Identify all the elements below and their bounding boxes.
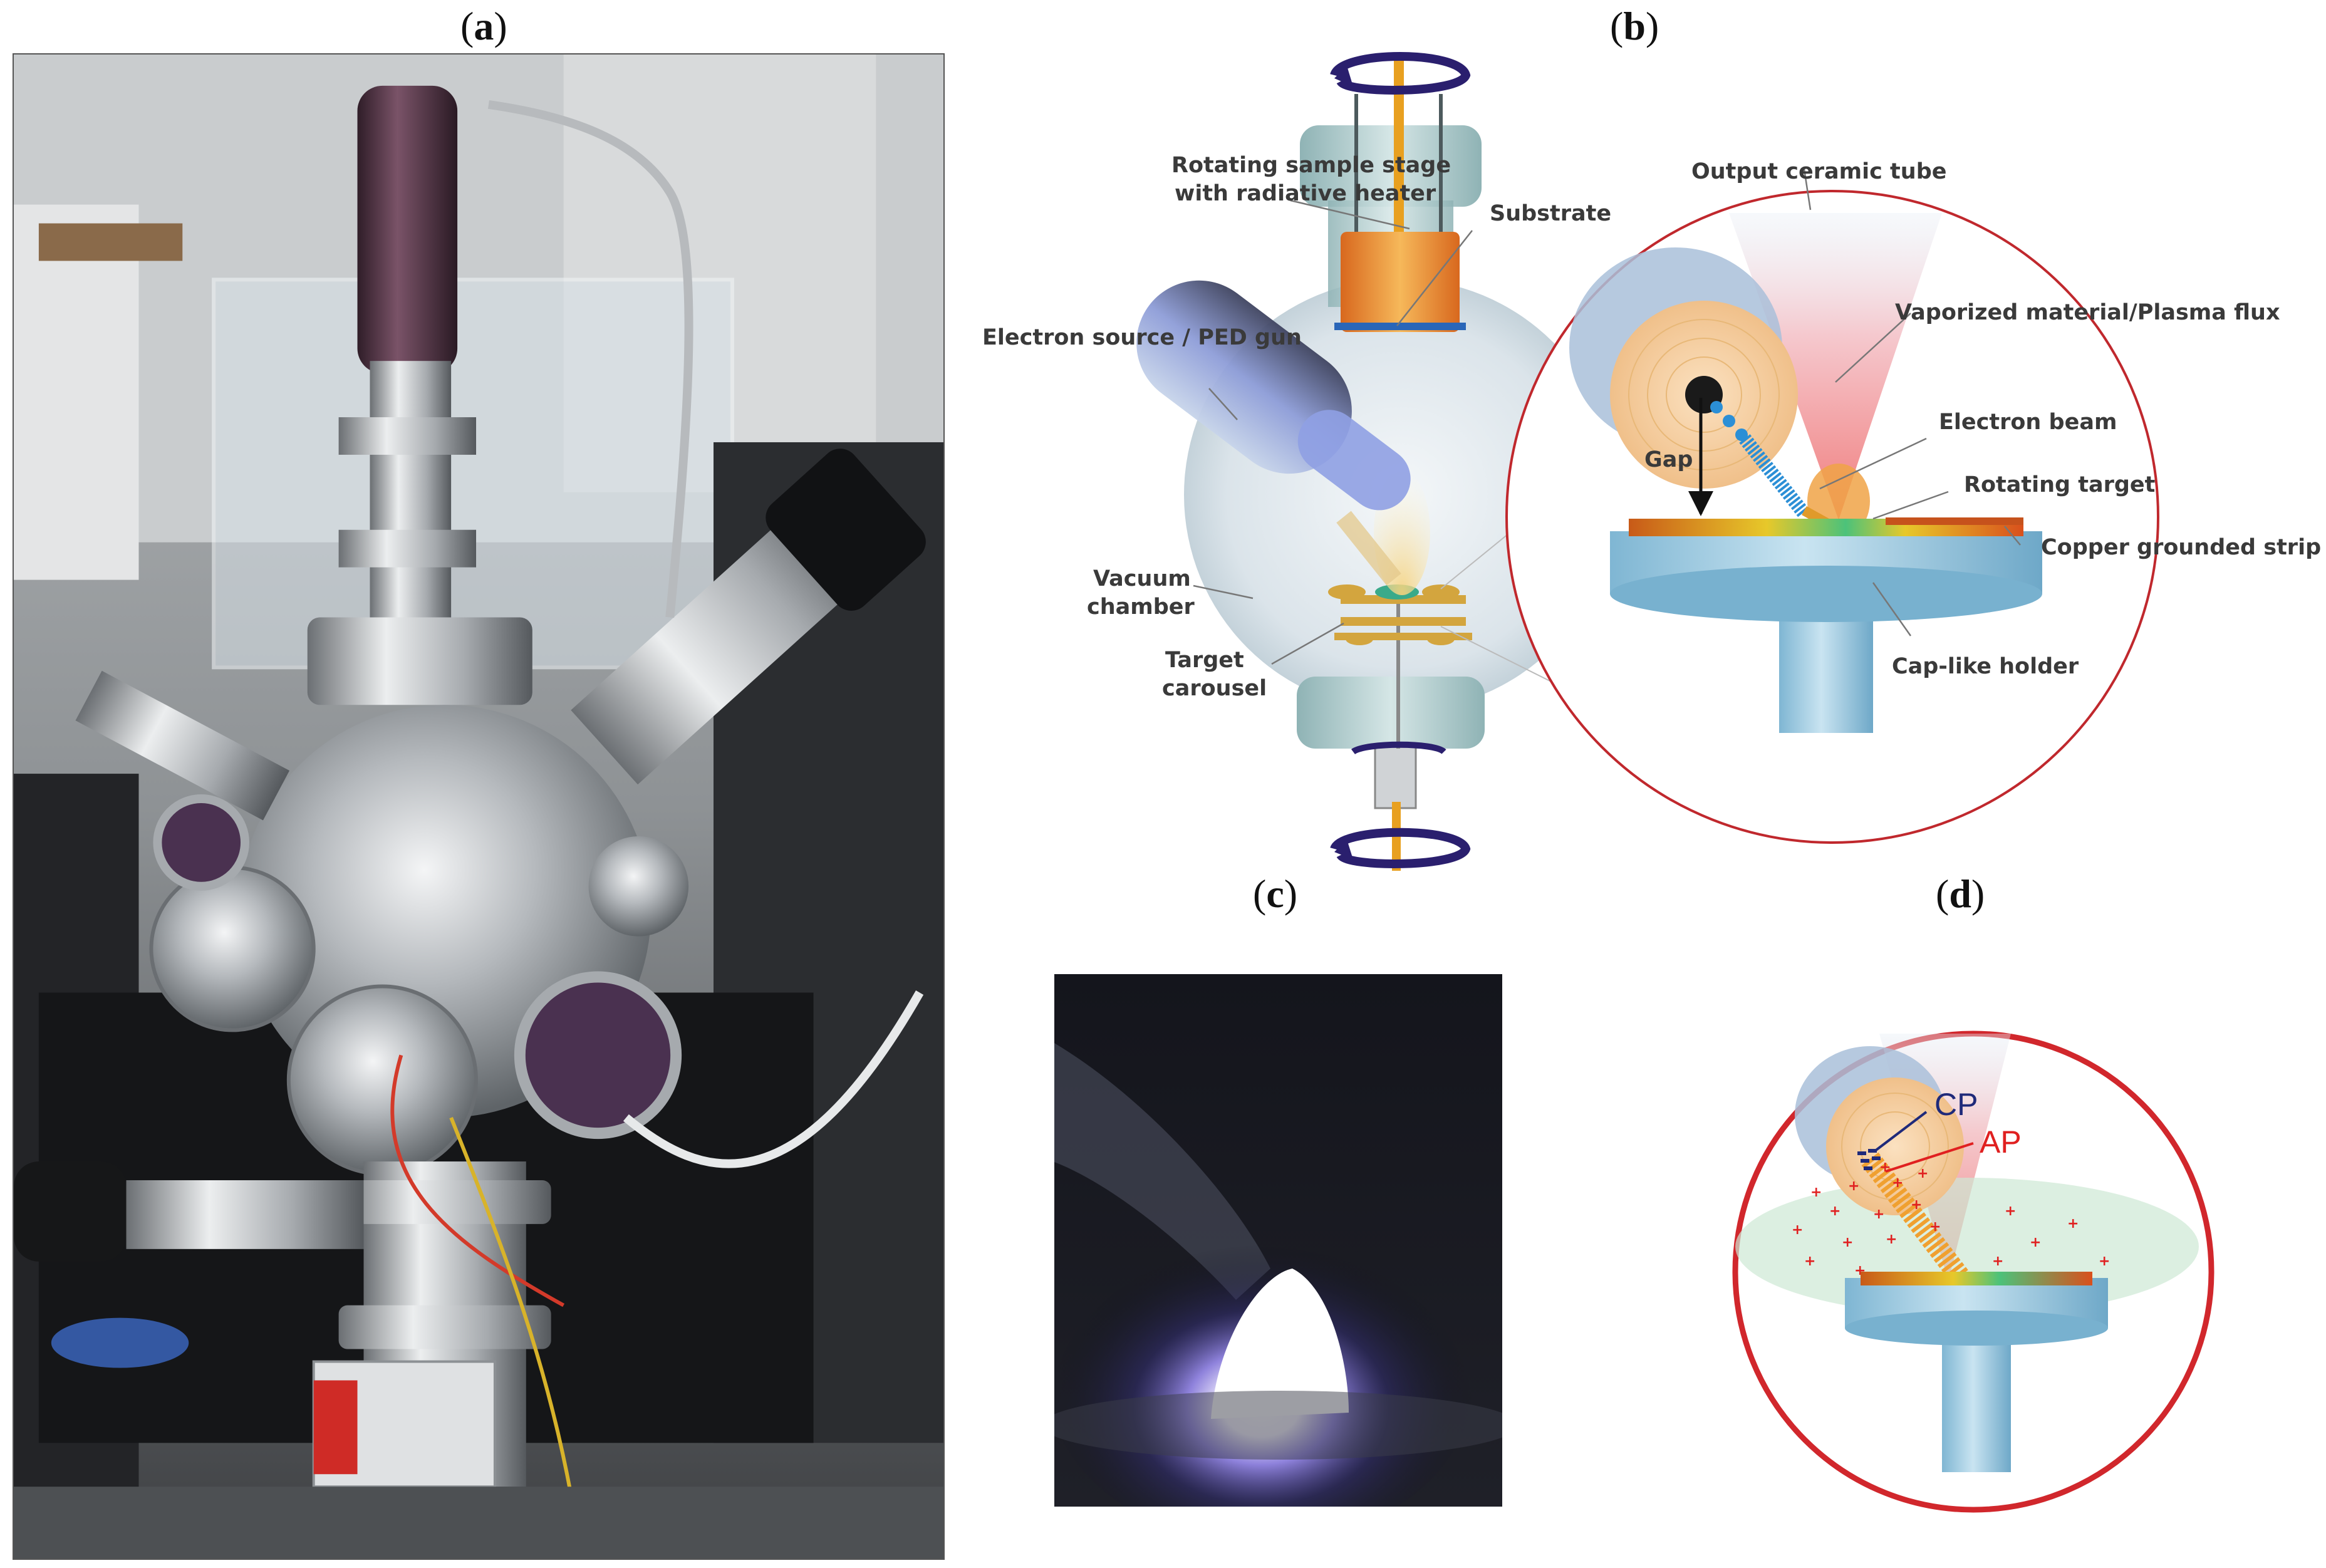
rotating-target-d [1861,1272,2092,1285]
photo-plasma-plume [1054,974,1502,1507]
ceramic-tube-d [1826,1077,1964,1215]
label-vacuum: Vacuum [1093,566,1191,591]
svg-text:+: + [1848,1178,1859,1194]
svg-text:+: + [2005,1203,2016,1219]
label-electron-beam: Electron beam [1939,410,2117,435]
svg-text:+: + [1892,1175,1903,1191]
label-plasma-flux: Vaporized material/Plasma flux [1895,300,2280,325]
target-carousel [1328,584,1472,645]
electron-gun [1136,280,1411,511]
label-radiative-heater: with radiative heater [1175,181,1436,206]
panel-letter-b: b [1623,4,1646,48]
label-carousel: carousel [1162,676,1267,701]
label-output-ceramic-tube: Output ceramic tube [1691,159,1947,184]
panel-label-b: (b) [1610,4,1659,48]
panel-letter-c: c [1266,871,1284,916]
plasma-flux [1729,213,1942,520]
panel-label-a: (a) [460,4,507,48]
label-chamber: chamber [1087,594,1195,620]
panel-letter-a: a [474,4,494,48]
svg-text:+: + [2067,1216,2079,1232]
svg-text:+: + [1929,1219,1941,1235]
svg-text:+: + [1810,1185,1822,1200]
svg-text:+: + [1829,1203,1841,1219]
panel-letter-d: d [1949,871,1971,916]
rotation-arrow-top [1330,52,1471,95]
svg-text:+: + [1886,1232,1897,1247]
label-gap: Gap [1644,447,1693,472]
diagram-cp-ap: +++ +++ +++ +++ +++ +++ ++ CP AP [1732,1031,2214,1513]
output-ceramic-tube [1569,247,1798,489]
label-copper-strip: Copper grounded strip [2041,535,2321,560]
label-cp: CP [1934,1087,1978,1122]
svg-text:+: + [1873,1207,1884,1222]
label-ap: AP [1980,1124,2022,1160]
svg-text:+: + [1911,1197,1922,1213]
svg-text:+: + [1992,1254,2003,1269]
svg-text:+: + [2099,1254,2110,1269]
svg-text:+: + [2030,1235,2041,1250]
substrate [1334,323,1466,330]
photo-ped-system [13,53,945,1560]
panel-label-c: (c) [1253,871,1298,916]
cathode-plasma-cluster [1857,1149,1881,1170]
svg-text:+: + [1842,1235,1853,1250]
label-rotating-target: Rotating target [1964,472,2155,497]
rotating-stage-rod [1394,56,1404,244]
radiative-heater [1341,232,1460,332]
label-target: Target [1165,648,1244,673]
panel-label-d: (d) [1936,871,1985,916]
label-substrate: Substrate [1490,201,1611,226]
diagram-ped-chamber: Rotating sample stage with radiative hea… [982,52,2321,871]
svg-text:+: + [1879,1160,1891,1175]
label-rotating-stage: Rotating sample stage [1171,153,1451,178]
svg-text:+: + [1792,1222,1803,1238]
copper-grounded-strip [1886,517,2023,525]
label-cap-holder: Cap-like holder [1892,654,2079,679]
label-electron-source: Electron source / PED gun [982,325,1302,350]
svg-text:+: + [1804,1254,1815,1269]
svg-text:+: + [1917,1166,1928,1181]
rotation-arrow-bottom [1330,828,1471,868]
